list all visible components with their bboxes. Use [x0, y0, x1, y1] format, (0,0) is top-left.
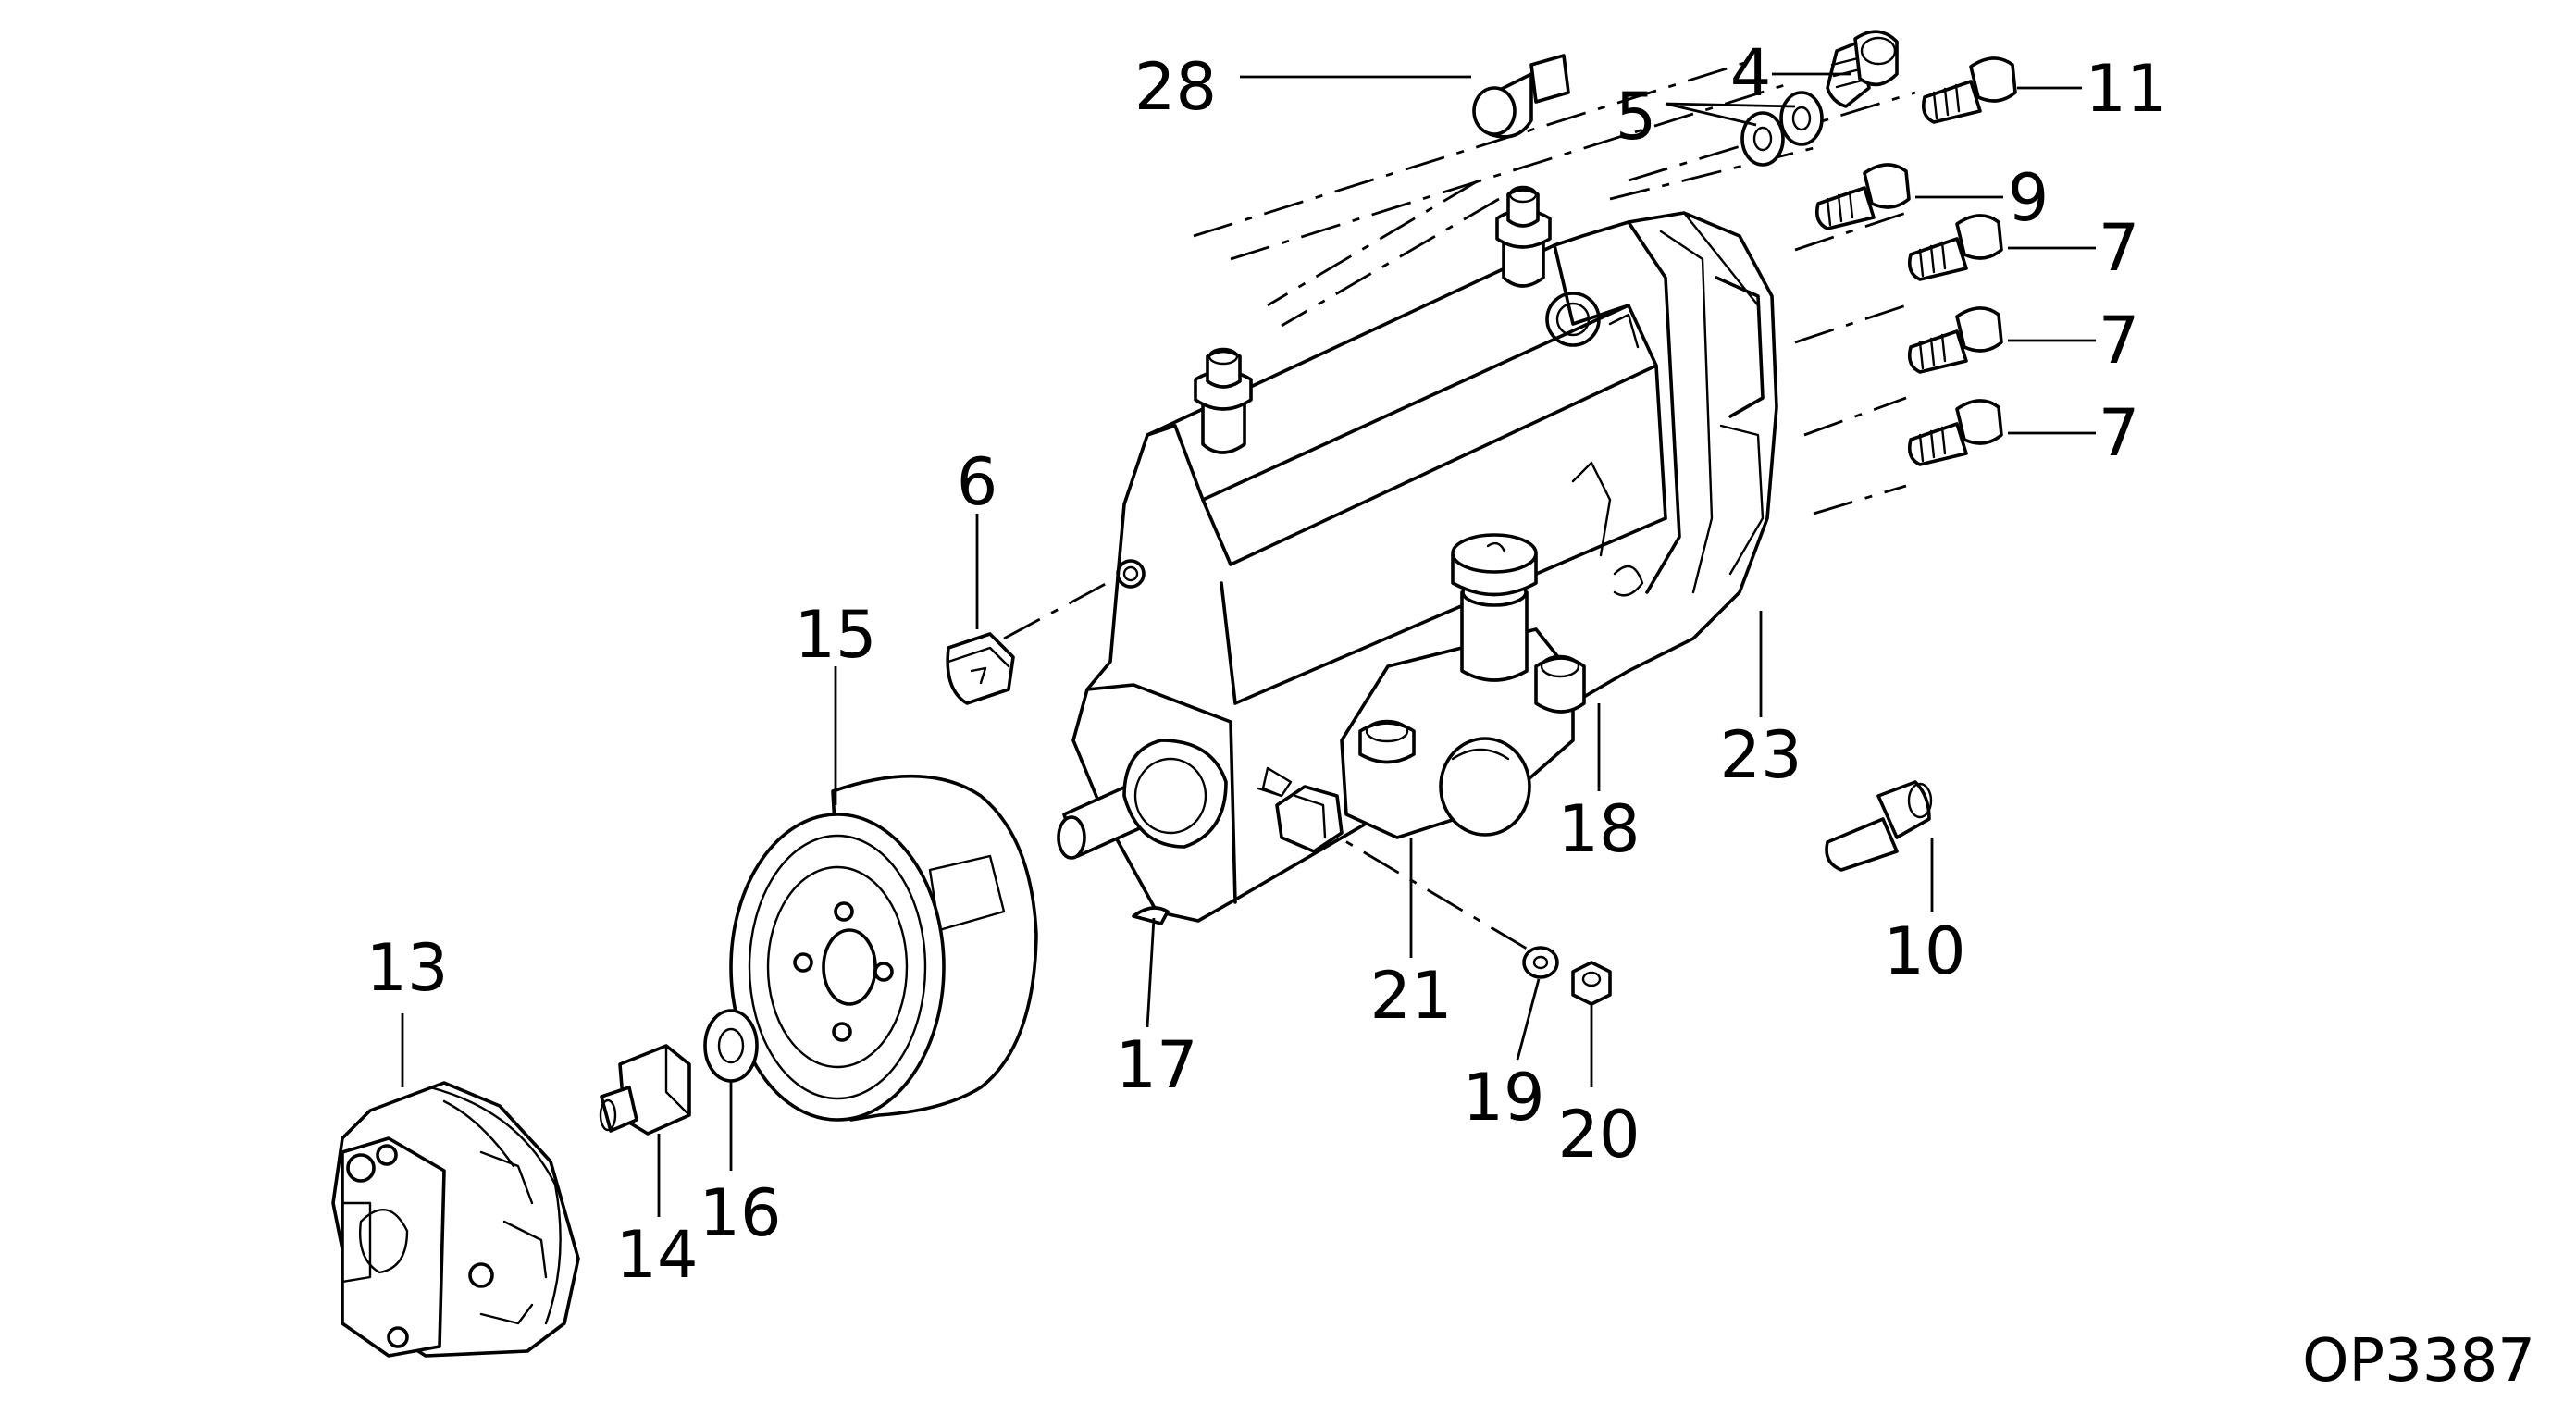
part-28 [1472, 54, 1570, 139]
timer-flywheel [729, 774, 1038, 1122]
part-19 [1522, 946, 1559, 979]
callout-4: 4 [1730, 35, 1772, 111]
part-7-middle [1907, 306, 2003, 374]
part-16 [703, 1009, 759, 1083]
part-6 [946, 632, 1015, 705]
callout-11: 11 [2085, 51, 2167, 127]
callout-28: 28 [1134, 49, 1217, 125]
part-4 [1826, 30, 1899, 108]
figure-code: OP3387 [2302, 1327, 2535, 1396]
part-10 [1825, 780, 1933, 872]
callout-6: 6 [957, 444, 998, 520]
part-17 [1132, 906, 1170, 925]
small-parts [599, 30, 2017, 1136]
part-7-lower [1907, 399, 2003, 466]
part-9 [1814, 163, 1911, 230]
drive-shaft [1057, 739, 1228, 860]
part-14 [599, 1044, 691, 1136]
callout-9: 9 [2008, 160, 2050, 236]
callout-15: 15 [794, 597, 876, 673]
callout-16: 16 [699, 1175, 781, 1251]
part-11 [1921, 56, 2017, 124]
feed-pump [1257, 533, 1586, 853]
callout-23: 23 [1719, 717, 1802, 793]
delivery-valve-holders [1194, 185, 1552, 454]
callout-7-lower: 7 [2099, 395, 2140, 471]
leader-lines [401, 72, 2096, 1217]
callout-10: 10 [1883, 913, 1965, 989]
callout-13: 13 [365, 930, 448, 1006]
callout-21: 21 [1369, 958, 1452, 1034]
callout-14: 14 [615, 1217, 698, 1293]
part-7-upper [1907, 214, 2003, 281]
callout-18: 18 [1557, 791, 1640, 867]
timer-assembly [331, 1081, 580, 1358]
callout-19: 19 [1462, 1060, 1544, 1136]
callout-7-middle: 7 [2099, 303, 2140, 379]
callout-20: 20 [1557, 1097, 1640, 1173]
callout-7-upper: 7 [2099, 210, 2140, 286]
callout-labels: 28 4 5 11 9 7 7 7 6 15 23 18 10 21 17 13… [365, 35, 2167, 1293]
part-20 [1571, 961, 1612, 1006]
callout-5: 5 [1616, 79, 1657, 155]
callout-17: 17 [1115, 1027, 1197, 1103]
